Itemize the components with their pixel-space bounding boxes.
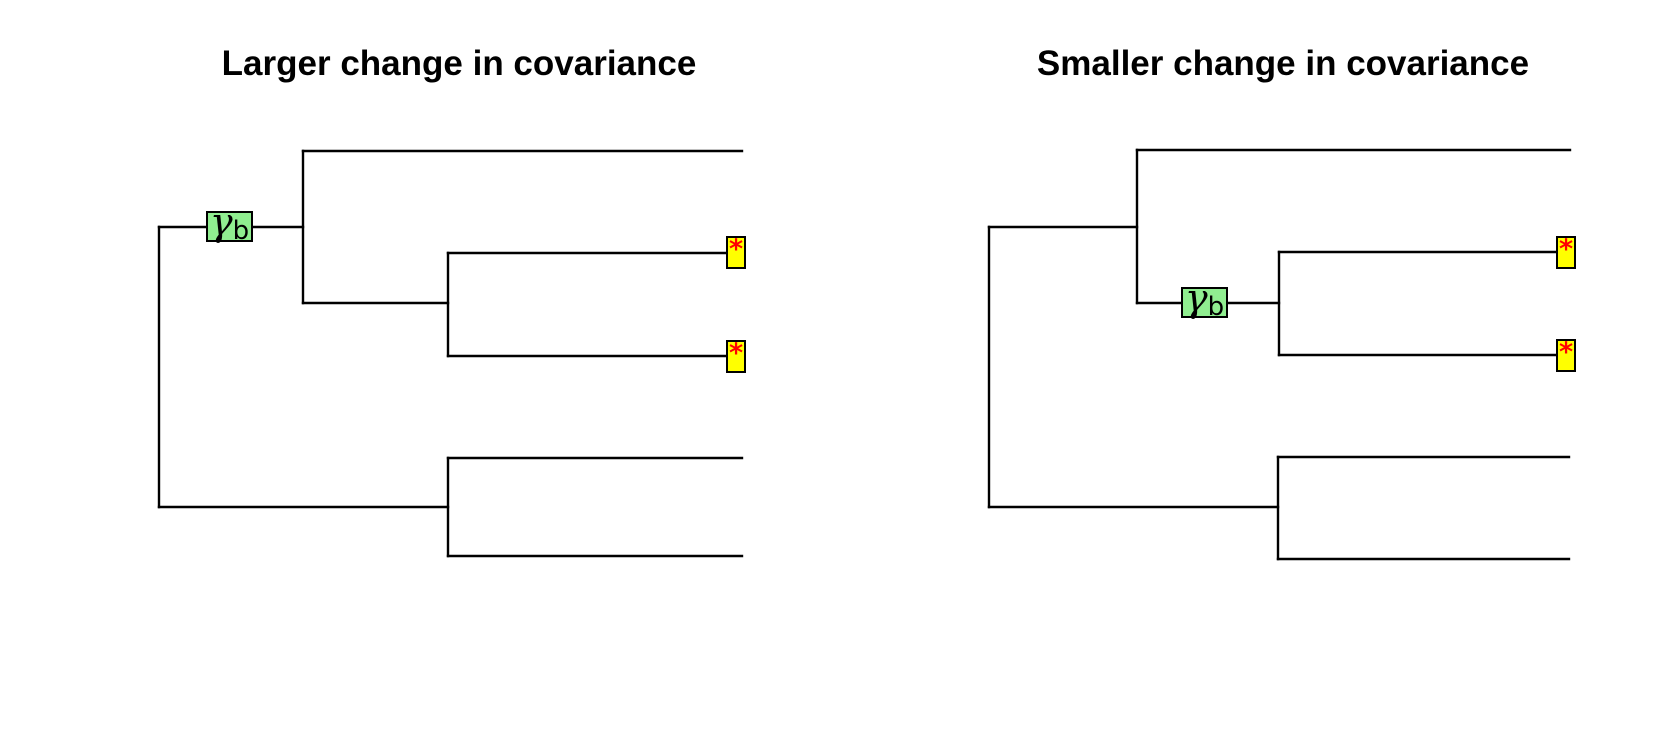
tip-highlight-box — [1556, 236, 1576, 269]
tip-asterisk: * — [729, 338, 743, 369]
gamma-shift-box — [1181, 287, 1228, 318]
tip-highlight-box — [1556, 339, 1576, 372]
tip-asterisk: * — [1559, 234, 1573, 265]
panel-title-left: Larger change in covariance — [221, 44, 697, 83]
panel-title-right: Smaller change in covariance — [1036, 44, 1530, 83]
gamma-shift-box — [206, 211, 253, 242]
gamma-shift-label: γb — [1185, 276, 1224, 322]
tip-asterisk: * — [1559, 337, 1573, 368]
tree-panel-right: γb * * — [987, 148, 1576, 561]
tree-panel-left: γb * * — [157, 149, 746, 558]
tip-highlight-box — [726, 236, 746, 269]
tip-asterisk: * — [729, 234, 743, 265]
gamma-shift-label: γb — [210, 200, 249, 246]
tip-highlight-box — [726, 340, 746, 373]
